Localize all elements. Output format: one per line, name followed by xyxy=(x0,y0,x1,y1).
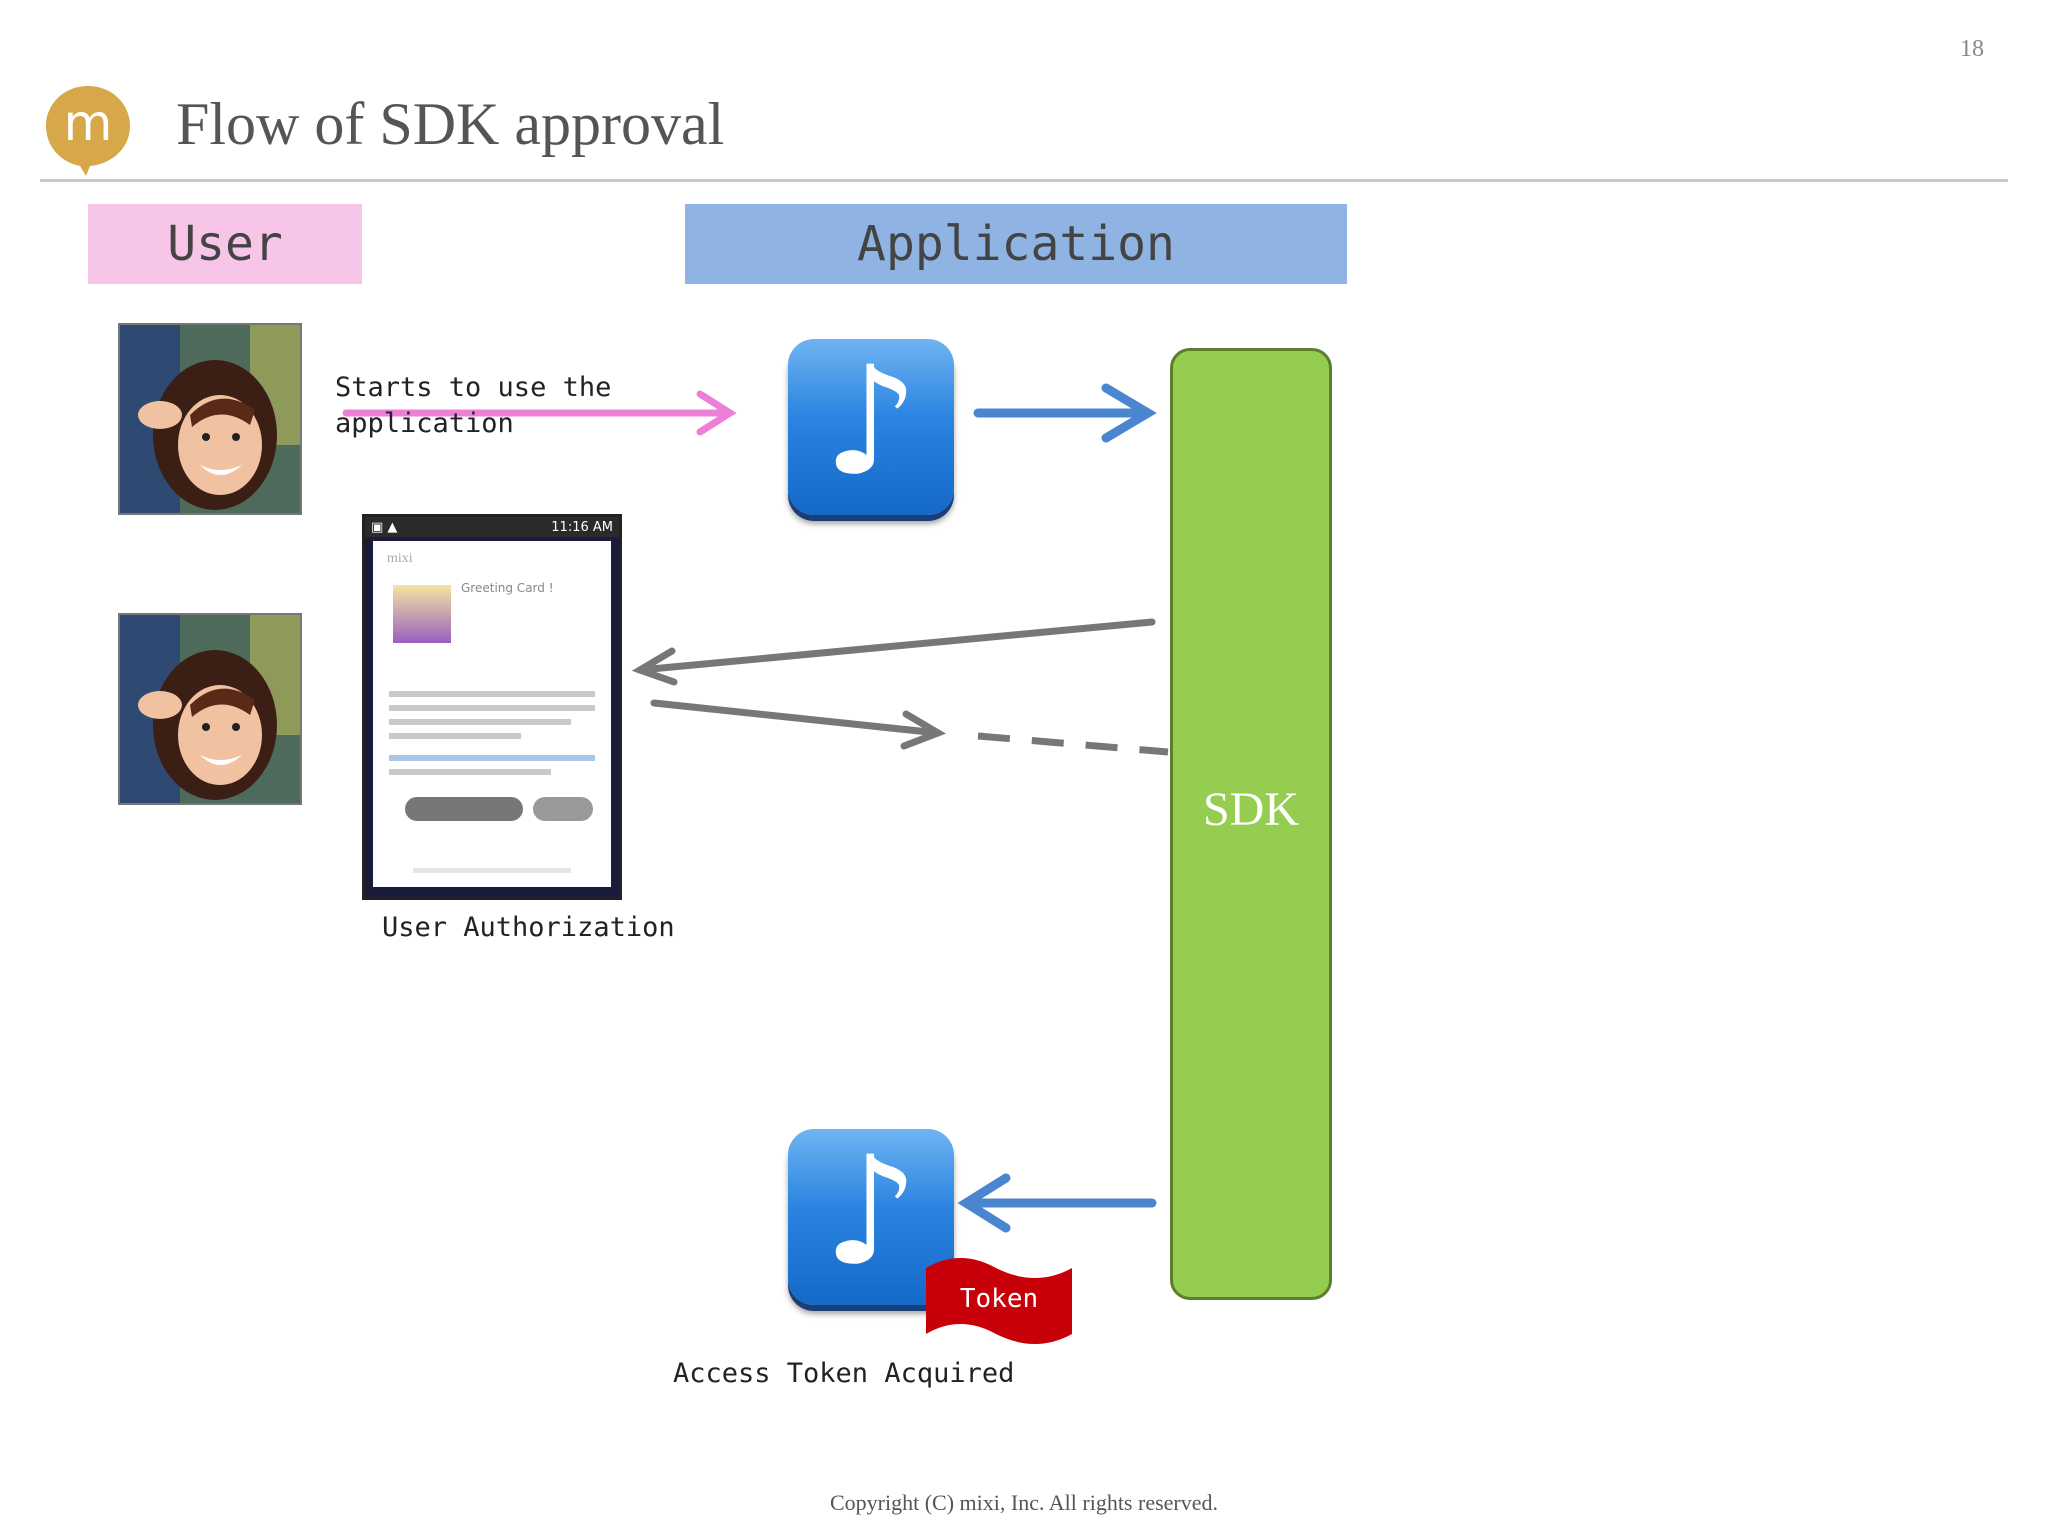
sdk-label: SDK xyxy=(1203,782,1299,837)
phone-footer xyxy=(413,868,571,873)
text-line xyxy=(389,755,595,761)
music-note-icon: ♪ xyxy=(823,347,919,497)
greeting-card-title: Greeting Card ! xyxy=(461,581,554,595)
access-token-label: Access Token Acquired xyxy=(673,1356,1014,1392)
phone-status-bar: ▣ ▲ 11:16 AM xyxy=(365,517,619,537)
phone-screen: mixi Greeting Card ! xyxy=(373,541,611,887)
token-label: Token xyxy=(926,1284,1072,1314)
blue-arrow-sdk-to-app xyxy=(966,1178,1152,1228)
text-line xyxy=(389,691,595,697)
gray-arrow-auth-to-sdk xyxy=(654,703,938,746)
cancel-button[interactable] xyxy=(533,797,593,821)
sdk-block: SDK xyxy=(1170,348,1332,1300)
music-note-icon: ♪ xyxy=(823,1137,919,1287)
authorization-phone-screen: ▣ ▲ 11:16 AM mixi Greeting Card ! xyxy=(362,514,622,900)
text-line xyxy=(389,719,571,725)
copyright-footer: Copyright (C) mixi, Inc. All rights rese… xyxy=(0,1490,2048,1516)
gray-arrow-sdk-to-auth xyxy=(640,622,1152,682)
dashed-connector xyxy=(978,736,1168,752)
music-note-app-icon: ♪ xyxy=(788,339,954,515)
greeting-card-thumbnail xyxy=(393,585,451,643)
starts-label: Starts to use the application xyxy=(335,370,611,442)
user-authorization-label: User Authorization xyxy=(382,910,675,946)
blue-arrow-app-to-sdk xyxy=(978,388,1148,438)
status-icons: ▣ ▲ xyxy=(371,520,397,535)
approve-button[interactable] xyxy=(405,797,523,821)
text-line xyxy=(389,705,595,711)
phone-brand: mixi xyxy=(387,551,413,567)
status-time: 11:16 AM xyxy=(551,520,613,535)
text-line xyxy=(389,733,521,739)
text-line xyxy=(389,769,551,775)
